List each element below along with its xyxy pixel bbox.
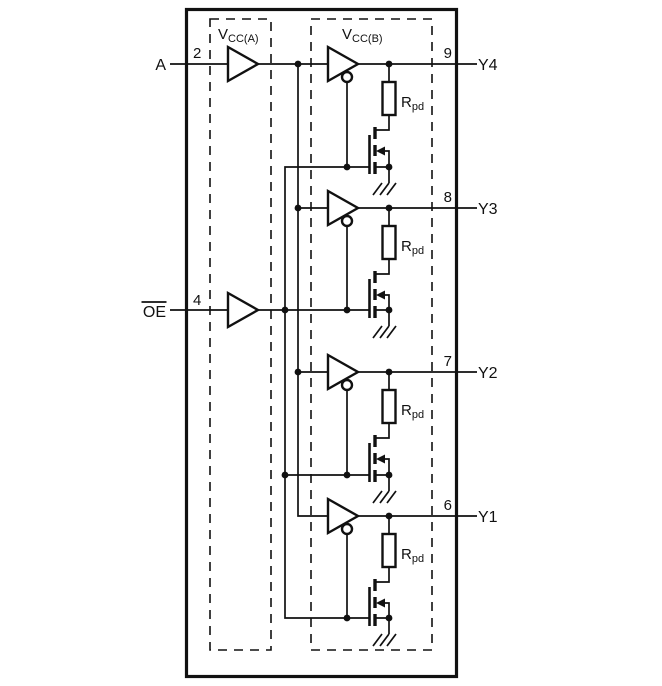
junction-dot <box>385 614 393 622</box>
bus-junction-dots <box>281 60 302 479</box>
rpd-label-y4: Rpd <box>401 94 424 113</box>
oe-signal-bus <box>284 166 369 619</box>
buffer-oe-triangle <box>226 290 261 330</box>
pulldown-mosfet-y4 <box>368 127 390 174</box>
junction-dot <box>281 471 289 479</box>
pulldown-resistor-y4 <box>381 80 397 117</box>
junction-dot <box>294 368 302 376</box>
vcc-b-region-border <box>310 18 433 651</box>
junction-dot <box>343 306 351 314</box>
junction-dot <box>343 163 351 171</box>
pin-label-y3: 8 <box>444 189 452 206</box>
input-oe-net <box>170 166 369 619</box>
pin-label-y4: 9 <box>444 45 452 62</box>
ic-boundary <box>184 7 459 679</box>
a-signal-bus <box>297 64 328 517</box>
output-label-y4: Y4 <box>478 57 498 74</box>
body-arrow <box>376 454 385 464</box>
junction-dot <box>385 471 393 479</box>
ground-strokes <box>372 633 397 647</box>
input-oe-pin: 4 <box>193 292 201 309</box>
channel-y2 <box>326 352 477 504</box>
pin-label-y1: 6 <box>444 497 452 514</box>
buffer-a-triangle <box>226 44 261 84</box>
ground-symbol-y2 <box>372 475 397 504</box>
junction-dot <box>281 306 289 314</box>
pulldown-mosfet-y3 <box>368 271 390 318</box>
channel-y4 <box>326 44 477 196</box>
enable-bubble-y1 <box>340 522 354 536</box>
channel-y3 <box>326 188 477 339</box>
input-oe-label: OE <box>143 304 166 321</box>
junction-dot <box>385 306 393 314</box>
junction-dot <box>385 163 393 171</box>
channel-y1 <box>326 496 477 647</box>
body-arrow <box>376 146 385 156</box>
input-a-label: A <box>155 57 166 74</box>
junction-dot <box>385 204 393 212</box>
junction-dot <box>343 471 351 479</box>
pin-label-y2: 7 <box>444 353 452 370</box>
body-arrow <box>376 290 385 300</box>
ground-strokes <box>372 182 397 196</box>
junction-dot <box>385 368 393 376</box>
enable-bubble-y2 <box>340 378 354 392</box>
junction-dot <box>385 60 393 68</box>
junction-dot <box>294 204 302 212</box>
body-arrow <box>376 598 385 608</box>
rpd-label-y3: Rpd <box>401 238 424 257</box>
vcc-a-region-border <box>209 18 272 651</box>
pulldown-mosfet-y1 <box>368 579 390 626</box>
junction-dot <box>294 60 302 68</box>
junction-dot <box>343 614 351 622</box>
pulldown-resistor-y3 <box>381 224 397 261</box>
input-a-pin: 2 <box>193 45 201 62</box>
rpd-label-y1: Rpd <box>401 546 424 565</box>
output-label-y2: Y2 <box>478 365 498 382</box>
output-label-y3: Y3 <box>478 201 498 218</box>
rpd-label-y2: Rpd <box>401 402 424 421</box>
pulldown-resistor-y2 <box>381 388 397 425</box>
enable-bubble-y4 <box>340 70 354 84</box>
enable-bubble-y3 <box>340 214 354 228</box>
output-label-y1: Y1 <box>478 509 498 526</box>
vcc-b-label: VCC(B) <box>342 26 383 45</box>
ground-strokes <box>372 325 397 339</box>
ground-strokes <box>372 490 397 504</box>
vcc-a-label: VCC(A) <box>218 26 259 45</box>
pulldown-resistor-y1 <box>381 532 397 569</box>
input-a-net <box>170 63 328 517</box>
junction-dot <box>385 512 393 520</box>
